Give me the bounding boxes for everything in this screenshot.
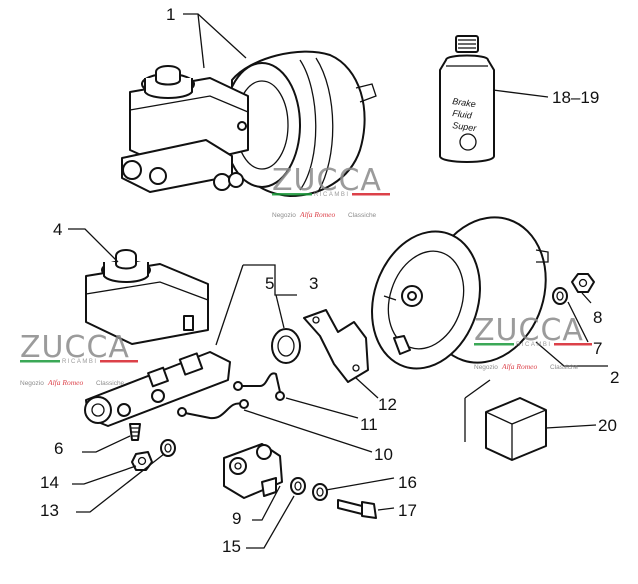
leader-lines: [68, 13, 608, 549]
part-13-washer: [160, 439, 176, 457]
callout-20: 20: [598, 416, 617, 435]
callout-3: 3: [309, 274, 318, 293]
callout-12: 12: [378, 395, 397, 414]
watermark-top-brand: ZUCCA: [272, 163, 382, 198]
callout-8: 8: [593, 308, 602, 327]
watermark-top-tag-script: Alfa Romeo: [299, 210, 335, 219]
watermark-left: ZUCCA RICAMBI Negozio Alfa Romeo Classic…: [20, 330, 138, 387]
part-10-pipe: [177, 399, 249, 420]
callout-14: 14: [40, 473, 59, 492]
callout-labels: 1 18–19 4 5 3 8 7 2 12 11 10 20 6 14 13 …: [40, 5, 619, 556]
part-5-seal: [271, 328, 301, 364]
watermark-right: ZUCCA RICAMBI Negozio Alfa Romeo Classic…: [474, 313, 592, 371]
part-9-valve: [223, 443, 283, 499]
part-4-reservoir: [85, 249, 209, 345]
callout-13: 13: [40, 501, 59, 520]
part-3-master-cylinder: [84, 351, 231, 427]
callout-10: 10: [374, 445, 393, 464]
callout-15: 15: [222, 537, 241, 556]
part-8-nut: [571, 273, 595, 293]
bottle-text-line-3: Super: [452, 120, 478, 133]
callout-17: 17: [398, 501, 417, 520]
callout-6: 6: [54, 439, 63, 458]
part-7-washer: [552, 287, 568, 305]
watermark-right-brand: ZUCCA: [474, 313, 584, 348]
part-17-bolt: [337, 499, 377, 519]
part-11-pipe: [233, 372, 285, 401]
callout-11: 11: [360, 415, 378, 434]
bottle-text-line-1: Brake: [452, 96, 477, 109]
bottle-text-line-2: Fluid: [452, 108, 474, 121]
callout-2: 2: [610, 368, 619, 387]
watermark-top-tag-suffix: Classiche: [348, 212, 377, 219]
watermark-top: ZUCCA RICAMBI Negozio Alfa Romeo Classic…: [272, 163, 390, 219]
part-2-booster: [371, 216, 549, 370]
watermark-left-tag-script: Alfa Romeo: [47, 378, 83, 387]
part-16-washer: [312, 483, 328, 501]
watermark-left-tag-suffix: Classiche: [96, 380, 125, 387]
part-6-bleed-screw: [129, 423, 141, 441]
watermark-left-sub: RICAMBI: [62, 359, 98, 365]
callout-9: 9: [232, 509, 241, 528]
watermark-top-tag-prefix: Negozio: [272, 212, 296, 219]
part-12-bracket: [303, 309, 369, 383]
watermark-left-tag-prefix: Negozio: [20, 380, 44, 387]
watermark-right-sub: RICAMBI: [516, 342, 552, 348]
callout-5: 5: [265, 274, 274, 293]
brand-seal-icon: [459, 133, 477, 151]
watermark-right-tag-suffix: Classiche: [550, 364, 579, 371]
part-20-relay: [485, 397, 547, 461]
watermark-left-brand: ZUCCA: [20, 330, 130, 365]
callout-1: 1: [166, 5, 175, 24]
watermark-right-tag-script: Alfa Romeo: [501, 362, 537, 371]
watermark-top-sub: RICAMBI: [314, 192, 350, 198]
part-1-booster-assembly: [121, 50, 377, 197]
callout-16: 16: [398, 473, 417, 492]
part-18-19-brake-fluid-bottle: Brake Fluid Super: [439, 35, 495, 163]
watermark-right-tag-prefix: Negozio: [474, 364, 498, 371]
callout-7: 7: [593, 339, 602, 358]
part-15-washer: [290, 477, 306, 495]
part-14-nut: [131, 451, 153, 471]
callout-4: 4: [53, 220, 62, 239]
callout-18-19: 18–19: [552, 88, 599, 107]
